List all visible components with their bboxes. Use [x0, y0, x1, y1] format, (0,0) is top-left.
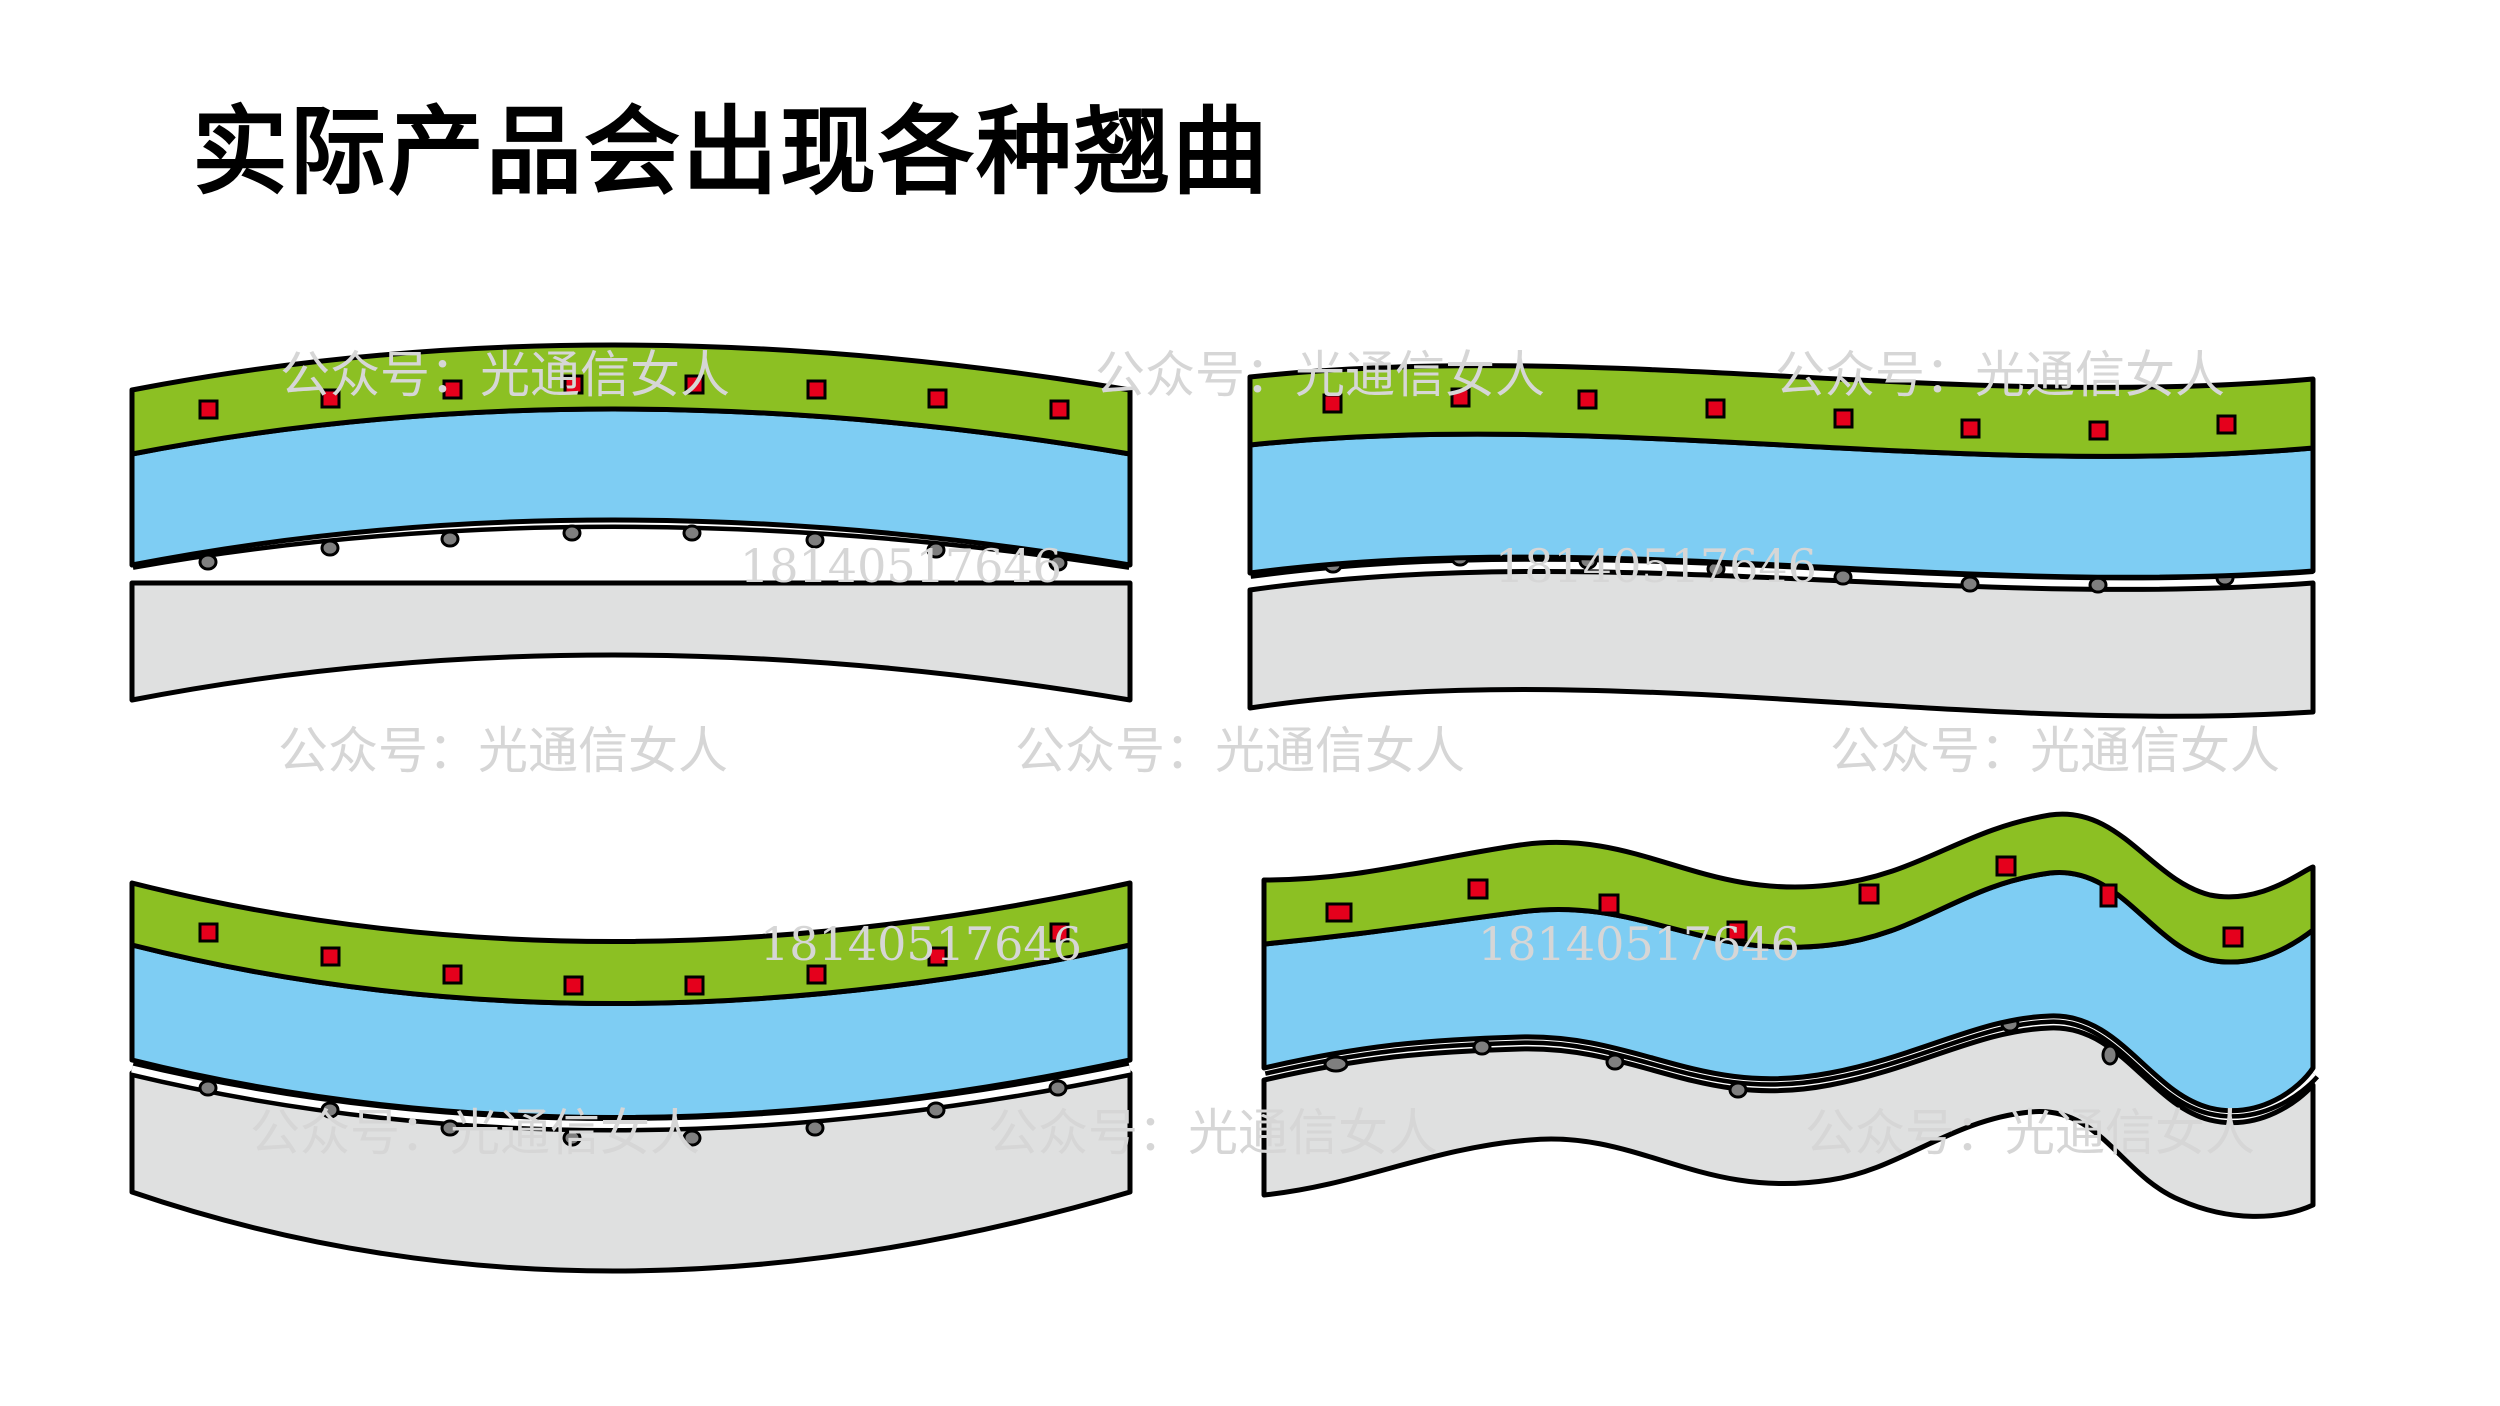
chips: [198, 922, 1070, 996]
watermarks: 公众号：光通信女人 公众号：光通信女人 公众号：光通信女人 公众号：光通信女人 …: [250, 346, 2280, 1162]
panel-wave-warp: [1261, 811, 2320, 1219]
watermark-account: 公众号：光通信女人: [1805, 1104, 2255, 1162]
watermark-number: 18140517646: [1478, 917, 1800, 971]
watermark-account: 公众号：光通信女人: [1095, 346, 1545, 404]
panel-s-warp: [1247, 363, 2316, 719]
watermark-account: 公众号：光通信女人: [988, 1104, 1438, 1162]
top-layer: [129, 342, 1133, 457]
watermark-number: 18140517646: [1495, 539, 1817, 593]
watermark-number: 18140517646: [740, 539, 1062, 593]
panel-concave-warp: [129, 880, 1133, 1274]
top-layer: [1247, 363, 2316, 459]
bond-line-gap: [131, 1065, 1131, 1128]
substrate-layer: [129, 580, 1133, 703]
watermark-account: 公众号：光通信女人: [1830, 722, 2280, 780]
watermark-account: 公众号：光通信女人: [280, 346, 730, 404]
panel-convex-warp: [129, 342, 1133, 703]
page-title: 实际产品会出现各种翘曲: [192, 96, 1270, 208]
substrate-layer: [1261, 1025, 2316, 1219]
watermark-account: 公众号：光通信女人: [1015, 722, 1465, 780]
chips: [1322, 387, 2237, 441]
chips: [1325, 855, 2244, 948]
watermark-account: 公众号：光通信女人: [278, 722, 728, 780]
chips: [198, 374, 1070, 420]
watermark-number: 18140517646: [760, 917, 1082, 971]
substrate-layer: [1247, 568, 2316, 719]
top-layer: [129, 880, 1133, 1006]
solder-joints: [198, 524, 1068, 572]
watermark-account: 公众号：光通信女人: [1775, 346, 2225, 404]
solder-joints: [198, 1079, 1068, 1147]
top-layer: [1261, 811, 2316, 965]
watermark-account: 公众号：光通信女人: [250, 1104, 700, 1162]
